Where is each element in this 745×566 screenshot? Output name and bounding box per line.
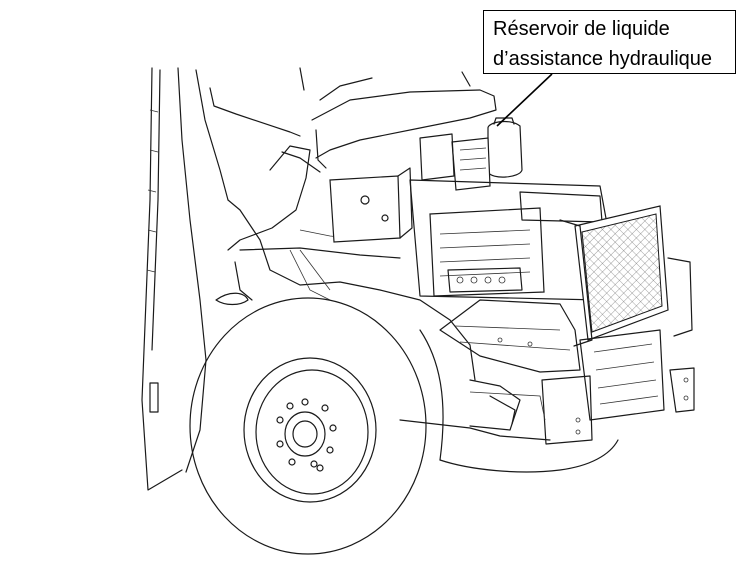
- cab-body: [141, 67, 305, 491]
- power-steering-reservoir: [419, 117, 523, 191]
- grille-guard: [541, 205, 695, 445]
- hood-linkage: [311, 71, 497, 169]
- front-wheel: [189, 297, 427, 555]
- suspension: [399, 379, 551, 441]
- callout-text-line-2: d’assistance hydraulique: [493, 48, 713, 70]
- engine-components: [289, 167, 611, 373]
- callout-leader-line: [496, 73, 553, 127]
- callout-label: Réservoir de liquide d’assistance hydrau…: [483, 10, 736, 74]
- callout-text-line-1: Réservoir de liquide: [493, 18, 670, 40]
- inner-tire: [419, 329, 619, 473]
- hood-fender: [215, 145, 476, 381]
